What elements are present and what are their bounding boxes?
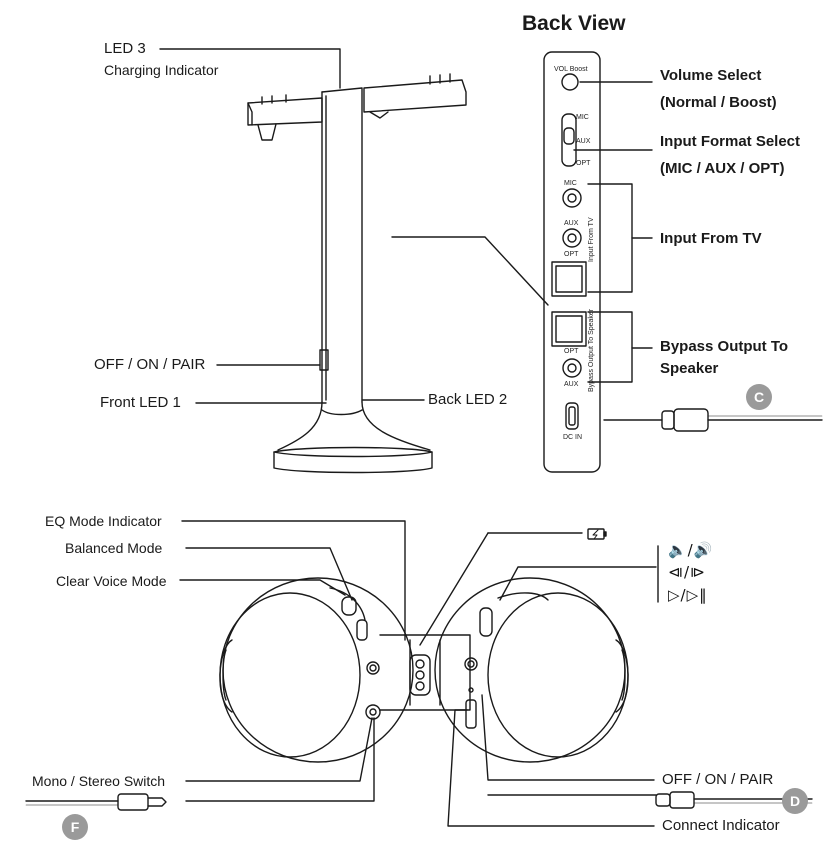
bypass-opt-label: OPT <box>564 348 579 355</box>
badge-c: C <box>746 384 772 410</box>
balanced-mode-label: Balanced Mode <box>65 540 163 556</box>
jack-opt-label: OPT <box>564 251 579 258</box>
switch-aux-label: AUX <box>576 138 591 145</box>
bypass-output-label-line1: Bypass Output To <box>660 338 789 355</box>
bypass-output-side-label: Bypass Output To Speaker <box>588 308 595 392</box>
jack-mic-label: MIC <box>564 180 577 187</box>
switch-mic-label: MIC <box>576 114 589 121</box>
skip-track-icons: ⧏/⧐ <box>668 563 707 581</box>
badge-d: D <box>782 788 808 814</box>
connect-indicator-label: Connect Indicator <box>662 817 780 834</box>
jack-aux-label: AUX <box>564 220 579 227</box>
front-led-label: Front LED 1 <box>100 394 181 411</box>
bypass-aux-label: AUX <box>564 381 579 388</box>
badge-f: F <box>62 814 88 840</box>
back-view-title: Back View <box>522 12 626 35</box>
stand-power-pair-label: OFF / ON / PAIR <box>94 356 206 373</box>
clear-voice-mode-label: Clear Voice Mode <box>56 573 167 589</box>
mono-stereo-switch-label: Mono / Stereo Switch <box>32 773 166 789</box>
headphone-power-pair-label: OFF / ON / PAIR <box>662 771 774 788</box>
input-format-options-label: (MIC / AUX / OPT) <box>660 160 785 177</box>
charging-indicator-label: Charging Indicator <box>104 62 219 78</box>
bypass-output-label-line2: Speaker <box>660 360 719 377</box>
input-format-select-label: Input Format Select <box>660 133 801 150</box>
volume-icons: 🔈/🔊 <box>668 541 714 559</box>
back-view-panel-illustration <box>543 51 601 473</box>
vol-boost-label: VOL Boost <box>554 66 588 73</box>
headphones-illustration <box>219 577 629 763</box>
input-from-tv-label: Input From TV <box>660 230 762 247</box>
input-from-tv-side-label: Input From TV <box>588 217 595 262</box>
play-pause-icons: ▷/▷‖ <box>668 586 708 604</box>
eq-mode-indicator-label: EQ Mode Indicator <box>45 513 162 529</box>
dc-in-label: DC IN <box>563 434 583 441</box>
back-led-label: Back LED 2 <box>428 391 508 408</box>
headphone-stand-illustration <box>247 73 467 474</box>
volume-options-label: (Normal / Boost) <box>660 94 777 111</box>
led3-label: LED 3 <box>104 40 146 57</box>
volume-select-label: Volume Select <box>660 67 762 84</box>
switch-opt-label: OPT <box>576 160 591 167</box>
